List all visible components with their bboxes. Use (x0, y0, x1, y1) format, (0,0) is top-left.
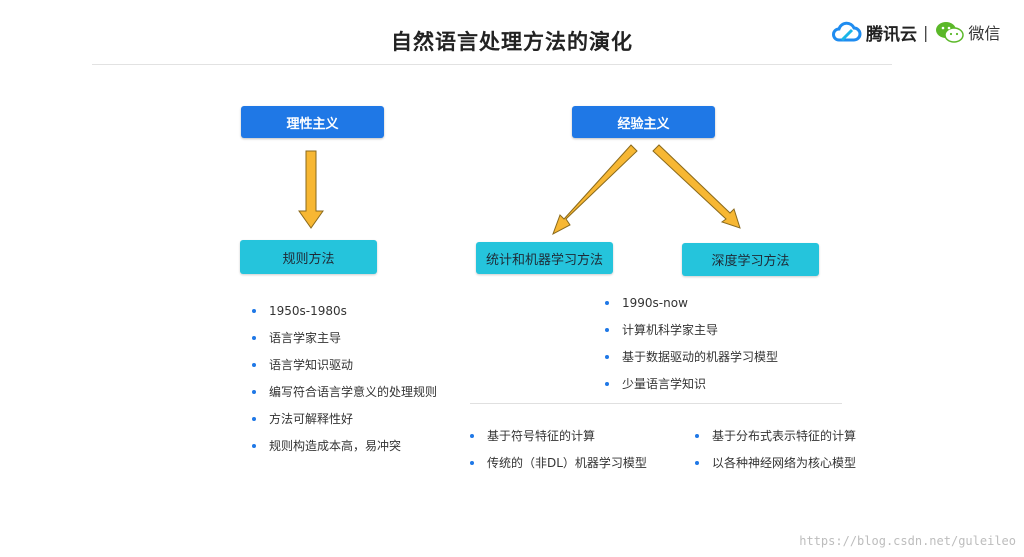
list-item: 计算机科学家主导 (602, 322, 778, 338)
list-item: 基于符号特征的计算 (467, 428, 647, 444)
deep-learning-box: 深度学习方法 (682, 243, 819, 276)
tencent-cloud-label: 腾讯云 (866, 24, 917, 45)
arrow-empiricism-to-statistical (552, 144, 638, 236)
deep-learning-list: 基于分布式表示特征的计算 以各种神经网络为核心模型 (692, 428, 856, 471)
arrow-empiricism-to-deep (652, 144, 741, 229)
statistical-ml-list: 基于符号特征的计算 传统的（非DL）机器学习模型 (467, 428, 647, 471)
list-item: 1950s-1980s (249, 303, 437, 319)
list-item: 以各种神经网络为核心模型 (692, 455, 856, 471)
list-item: 传统的（非DL）机器学习模型 (467, 455, 647, 471)
list-item: 语言学知识驱动 (249, 357, 437, 373)
list-item: 少量语言学知识 (602, 376, 778, 392)
watermark-url: https://blog.csdn.net/guleileo (799, 534, 1016, 548)
empiricism-list: 1990s-now 计算机科学家主导 基于数据驱动的机器学习模型 少量语言学知识 (602, 295, 778, 392)
list-item: 编写符合语言学意义的处理规则 (249, 384, 437, 400)
rationalism-box: 理性主义 (241, 106, 384, 138)
list-item: 语言学家主导 (249, 330, 437, 346)
empiricism-box: 经验主义 (572, 106, 715, 138)
wechat-label: 微信 (968, 24, 1001, 43)
list-item: 方法可解释性好 (249, 411, 437, 427)
section-divider (470, 403, 842, 404)
arrow-rationalism-to-rule (298, 150, 324, 229)
cloud-logo-icon (832, 21, 862, 42)
wechat-logo-icon (936, 22, 965, 43)
brand-separator: | (923, 22, 929, 42)
list-item: 规则构造成本高，易冲突 (249, 438, 437, 454)
rule-method-list: 1950s-1980s 语言学家主导 语言学知识驱动 编写符合语言学意义的处理规… (249, 303, 437, 454)
rule-method-box: 规则方法 (240, 240, 377, 274)
list-item: 基于数据驱动的机器学习模型 (602, 349, 778, 365)
brand-logos: 腾讯云 | 微信 (830, 18, 1000, 46)
list-item: 1990s-now (602, 295, 778, 311)
statistical-ml-box: 统计和机器学习方法 (476, 242, 613, 274)
page-title: 自然语言处理方法的演化 (391, 30, 633, 54)
list-item: 基于分布式表示特征的计算 (692, 428, 856, 444)
title-divider (92, 64, 892, 65)
